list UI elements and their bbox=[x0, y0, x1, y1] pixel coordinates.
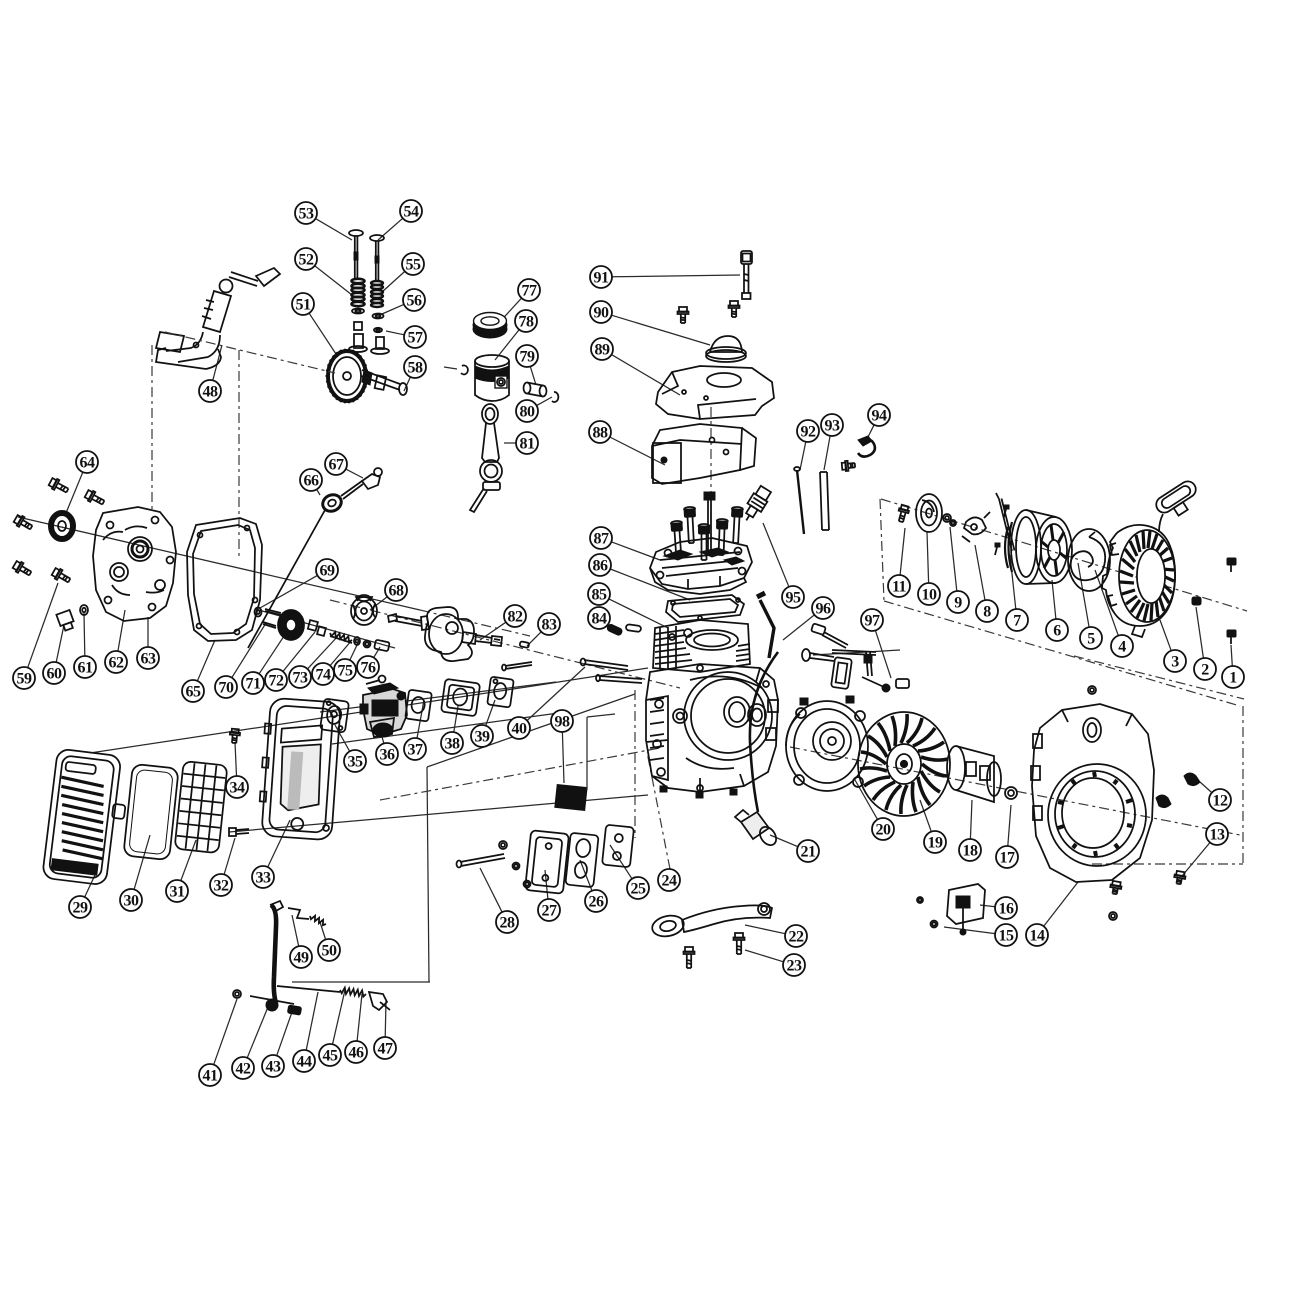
svg-text:24: 24 bbox=[662, 873, 678, 890]
svg-text:31: 31 bbox=[170, 884, 186, 901]
svg-text:81: 81 bbox=[520, 436, 536, 453]
svg-text:90: 90 bbox=[594, 305, 610, 322]
svg-text:82: 82 bbox=[508, 609, 524, 626]
svg-text:87: 87 bbox=[594, 531, 610, 548]
svg-text:66: 66 bbox=[304, 473, 320, 490]
svg-text:32: 32 bbox=[214, 878, 230, 895]
svg-text:61: 61 bbox=[78, 660, 94, 677]
svg-text:49: 49 bbox=[294, 950, 310, 967]
svg-text:51: 51 bbox=[296, 297, 312, 314]
svg-text:85: 85 bbox=[592, 587, 608, 604]
svg-text:35: 35 bbox=[348, 754, 364, 771]
svg-text:7: 7 bbox=[1013, 613, 1021, 630]
svg-text:57: 57 bbox=[408, 330, 424, 347]
svg-text:21: 21 bbox=[801, 844, 817, 861]
svg-text:67: 67 bbox=[329, 457, 345, 474]
svg-text:47: 47 bbox=[378, 1041, 394, 1058]
svg-text:44: 44 bbox=[297, 1054, 313, 1071]
svg-text:6: 6 bbox=[1053, 623, 1061, 640]
svg-text:55: 55 bbox=[406, 257, 422, 274]
svg-text:72: 72 bbox=[269, 673, 285, 690]
svg-text:69: 69 bbox=[320, 563, 336, 580]
svg-text:42: 42 bbox=[236, 1061, 252, 1078]
svg-text:27: 27 bbox=[542, 903, 558, 920]
svg-text:13: 13 bbox=[1210, 827, 1226, 844]
svg-text:50: 50 bbox=[322, 943, 338, 960]
svg-text:53: 53 bbox=[299, 206, 315, 223]
svg-text:1: 1 bbox=[1229, 670, 1237, 687]
svg-text:75: 75 bbox=[338, 663, 354, 680]
svg-text:80: 80 bbox=[520, 404, 536, 421]
svg-text:17: 17 bbox=[1000, 850, 1016, 867]
svg-text:88: 88 bbox=[593, 425, 609, 442]
svg-text:23: 23 bbox=[787, 958, 803, 975]
svg-text:18: 18 bbox=[963, 843, 979, 860]
svg-text:41: 41 bbox=[203, 1068, 219, 1085]
svg-text:29: 29 bbox=[73, 900, 89, 917]
svg-text:48: 48 bbox=[203, 384, 219, 401]
svg-text:70: 70 bbox=[219, 680, 235, 697]
svg-text:91: 91 bbox=[594, 270, 610, 287]
svg-text:63: 63 bbox=[141, 651, 157, 668]
svg-text:58: 58 bbox=[408, 360, 424, 377]
svg-text:34: 34 bbox=[230, 780, 246, 797]
svg-text:60: 60 bbox=[47, 666, 63, 683]
svg-text:4: 4 bbox=[1118, 639, 1126, 656]
svg-text:45: 45 bbox=[323, 1048, 339, 1065]
svg-text:79: 79 bbox=[520, 349, 536, 366]
svg-text:11: 11 bbox=[892, 579, 907, 596]
svg-text:9: 9 bbox=[954, 595, 962, 612]
svg-text:10: 10 bbox=[922, 587, 938, 604]
svg-text:86: 86 bbox=[593, 558, 609, 575]
svg-text:2: 2 bbox=[1201, 662, 1209, 679]
svg-text:97: 97 bbox=[865, 613, 881, 630]
svg-text:26: 26 bbox=[589, 894, 605, 911]
svg-text:3: 3 bbox=[1171, 654, 1179, 671]
svg-text:84: 84 bbox=[592, 611, 608, 628]
svg-text:93: 93 bbox=[825, 418, 841, 435]
svg-text:43: 43 bbox=[266, 1059, 282, 1076]
svg-text:16: 16 bbox=[999, 901, 1015, 918]
svg-text:89: 89 bbox=[595, 342, 611, 359]
svg-text:64: 64 bbox=[80, 455, 96, 472]
svg-text:37: 37 bbox=[408, 742, 424, 759]
svg-text:83: 83 bbox=[542, 617, 558, 634]
svg-text:94: 94 bbox=[872, 408, 888, 425]
svg-text:95: 95 bbox=[786, 590, 802, 607]
svg-text:73: 73 bbox=[293, 670, 309, 687]
svg-text:65: 65 bbox=[186, 684, 202, 701]
svg-text:20: 20 bbox=[876, 822, 892, 839]
svg-text:40: 40 bbox=[512, 721, 528, 738]
svg-text:25: 25 bbox=[631, 881, 647, 898]
svg-text:92: 92 bbox=[801, 424, 817, 441]
svg-text:77: 77 bbox=[522, 283, 538, 300]
svg-text:28: 28 bbox=[500, 915, 516, 932]
svg-text:78: 78 bbox=[519, 314, 535, 331]
svg-text:5: 5 bbox=[1087, 631, 1095, 648]
svg-text:59: 59 bbox=[17, 671, 33, 688]
svg-text:12: 12 bbox=[1213, 793, 1229, 810]
svg-text:56: 56 bbox=[407, 293, 423, 310]
svg-text:68: 68 bbox=[389, 583, 405, 600]
svg-text:19: 19 bbox=[928, 835, 944, 852]
svg-text:14: 14 bbox=[1030, 928, 1046, 945]
svg-text:39: 39 bbox=[475, 729, 491, 746]
svg-text:30: 30 bbox=[124, 893, 140, 910]
svg-text:46: 46 bbox=[349, 1045, 365, 1062]
svg-text:54: 54 bbox=[404, 204, 420, 221]
svg-text:38: 38 bbox=[445, 736, 461, 753]
svg-text:71: 71 bbox=[246, 676, 262, 693]
svg-text:74: 74 bbox=[316, 667, 332, 684]
svg-text:33: 33 bbox=[256, 870, 272, 887]
svg-text:62: 62 bbox=[109, 655, 125, 672]
svg-text:96: 96 bbox=[816, 601, 832, 618]
svg-text:98: 98 bbox=[555, 714, 571, 731]
svg-text:76: 76 bbox=[361, 660, 377, 677]
svg-text:8: 8 bbox=[983, 604, 991, 621]
svg-text:22: 22 bbox=[789, 929, 805, 946]
svg-text:36: 36 bbox=[380, 747, 396, 764]
svg-text:52: 52 bbox=[299, 252, 315, 269]
svg-text:15: 15 bbox=[999, 928, 1015, 945]
